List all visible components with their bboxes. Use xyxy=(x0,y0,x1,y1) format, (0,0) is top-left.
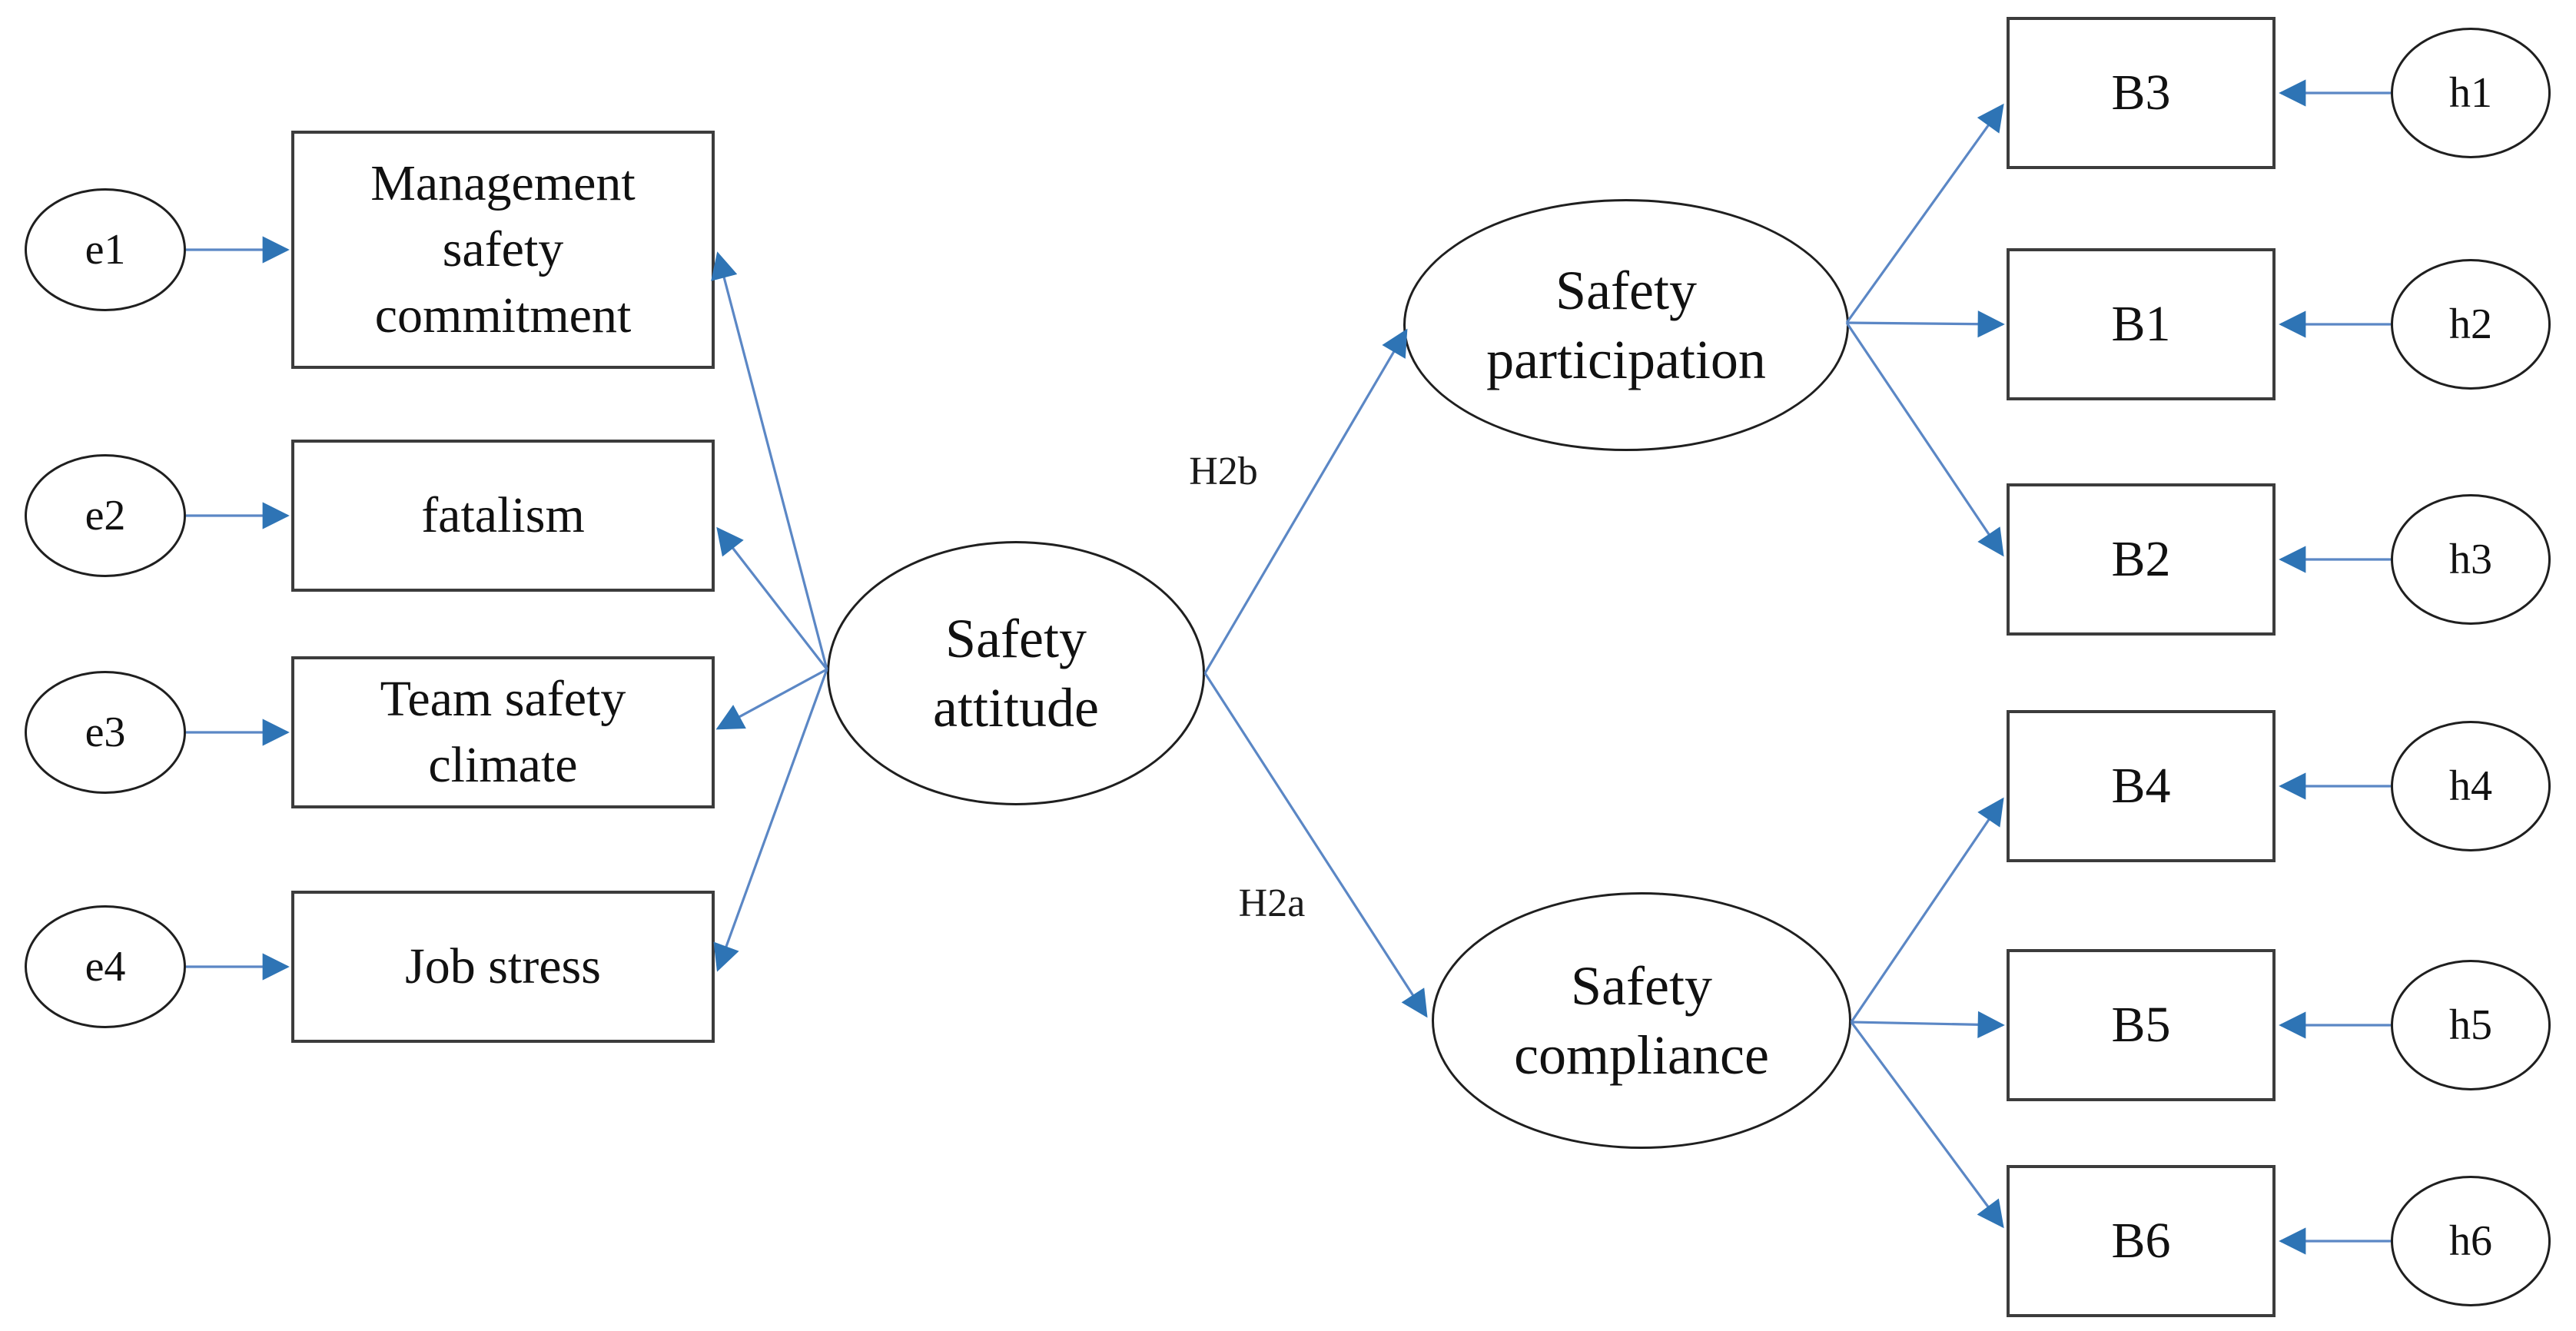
edge-attitude-to-participation-h2b xyxy=(1203,328,1408,674)
edge-compliance-to-b5 xyxy=(1851,1011,2005,1038)
observed-box-team-safety-climate: Team safety climate xyxy=(291,656,715,808)
observed-box-b4: B4 xyxy=(2007,710,2276,862)
edge-compliance-to-b4 xyxy=(1850,797,2004,1023)
edge-compliance-to-b6 xyxy=(1850,1021,2004,1229)
error-term-h3: h3 xyxy=(2391,494,2551,625)
latent-safety-participation: Safety participation xyxy=(1403,199,1849,451)
observed-box-b2: B2 xyxy=(2007,483,2276,636)
latent-label: Safety compliance xyxy=(1514,955,1769,1086)
error-term-h5: h5 xyxy=(2391,960,2551,1090)
hypothesis-label-h2a: H2a xyxy=(1238,881,1306,925)
error-term-e2: e2 xyxy=(25,454,186,577)
error-term-h2: h2 xyxy=(2391,259,2551,390)
error-term-e1: e1 xyxy=(25,188,186,311)
error-term-h6: h6 xyxy=(2391,1176,2551,1306)
error-term-h4: h4 xyxy=(2391,721,2551,851)
observed-box-label: B1 xyxy=(2111,296,2171,353)
observed-box-b5: B5 xyxy=(2007,949,2276,1101)
hypothesis-label-h2b: H2b xyxy=(1189,450,1258,493)
edge-attitude-to-job xyxy=(713,669,828,972)
error-term-label: e1 xyxy=(85,226,126,274)
error-term-label: e2 xyxy=(85,492,126,539)
observed-box-b3: B3 xyxy=(2007,17,2276,169)
latent-label: Safety participation xyxy=(1486,260,1766,390)
observed-box-label: Team safety climate xyxy=(380,671,626,793)
error-term-label: h6 xyxy=(2449,1217,2492,1265)
observed-box-label: B3 xyxy=(2111,65,2171,121)
edge-participation-to-b3 xyxy=(1845,103,2004,324)
edge-attitude-to-fatalism xyxy=(716,526,828,670)
observed-box-label: B4 xyxy=(2111,758,2171,815)
latent-label: Safety attitude xyxy=(933,608,1099,739)
error-term-e4: e4 xyxy=(25,905,186,1028)
observed-box-label: B6 xyxy=(2111,1213,2171,1270)
observed-box-label: B5 xyxy=(2111,997,2171,1054)
error-term-label: h3 xyxy=(2449,536,2492,583)
error-term-label: h4 xyxy=(2449,762,2492,810)
error-term-label: e4 xyxy=(85,943,126,991)
edge-participation-to-b1 xyxy=(1846,310,2005,338)
observed-box-label: B2 xyxy=(2111,531,2171,588)
observed-box-job-stress: Job stress xyxy=(291,891,715,1043)
edge-attitude-to-msc xyxy=(711,251,828,670)
error-term-label: h5 xyxy=(2449,1001,2492,1049)
error-term-label: e3 xyxy=(85,709,126,756)
error-term-e3: e3 xyxy=(25,671,186,794)
observed-box-label: Job stress xyxy=(405,938,601,995)
error-term-label: h2 xyxy=(2449,300,2492,348)
observed-box-b6: B6 xyxy=(2007,1165,2276,1317)
observed-box-fatalism: fatalism xyxy=(291,440,715,592)
edge-attitude-to-team xyxy=(715,668,828,730)
error-term-label: h1 xyxy=(2449,69,2492,117)
error-term-h1: h1 xyxy=(2391,28,2551,158)
latent-safety-compliance: Safety compliance xyxy=(1432,892,1851,1149)
edge-attitude-to-compliance-h2a xyxy=(1203,672,1428,1018)
observed-box-management-safety-commitment: Management safety commitment xyxy=(291,131,715,369)
latent-safety-attitude: Safety attitude xyxy=(827,541,1205,805)
observed-box-label: Management safety commitment xyxy=(370,155,636,344)
edge-participation-to-b2 xyxy=(1845,322,2004,557)
observed-box-label: fatalism xyxy=(421,487,585,544)
observed-box-b1: B1 xyxy=(2007,248,2276,400)
